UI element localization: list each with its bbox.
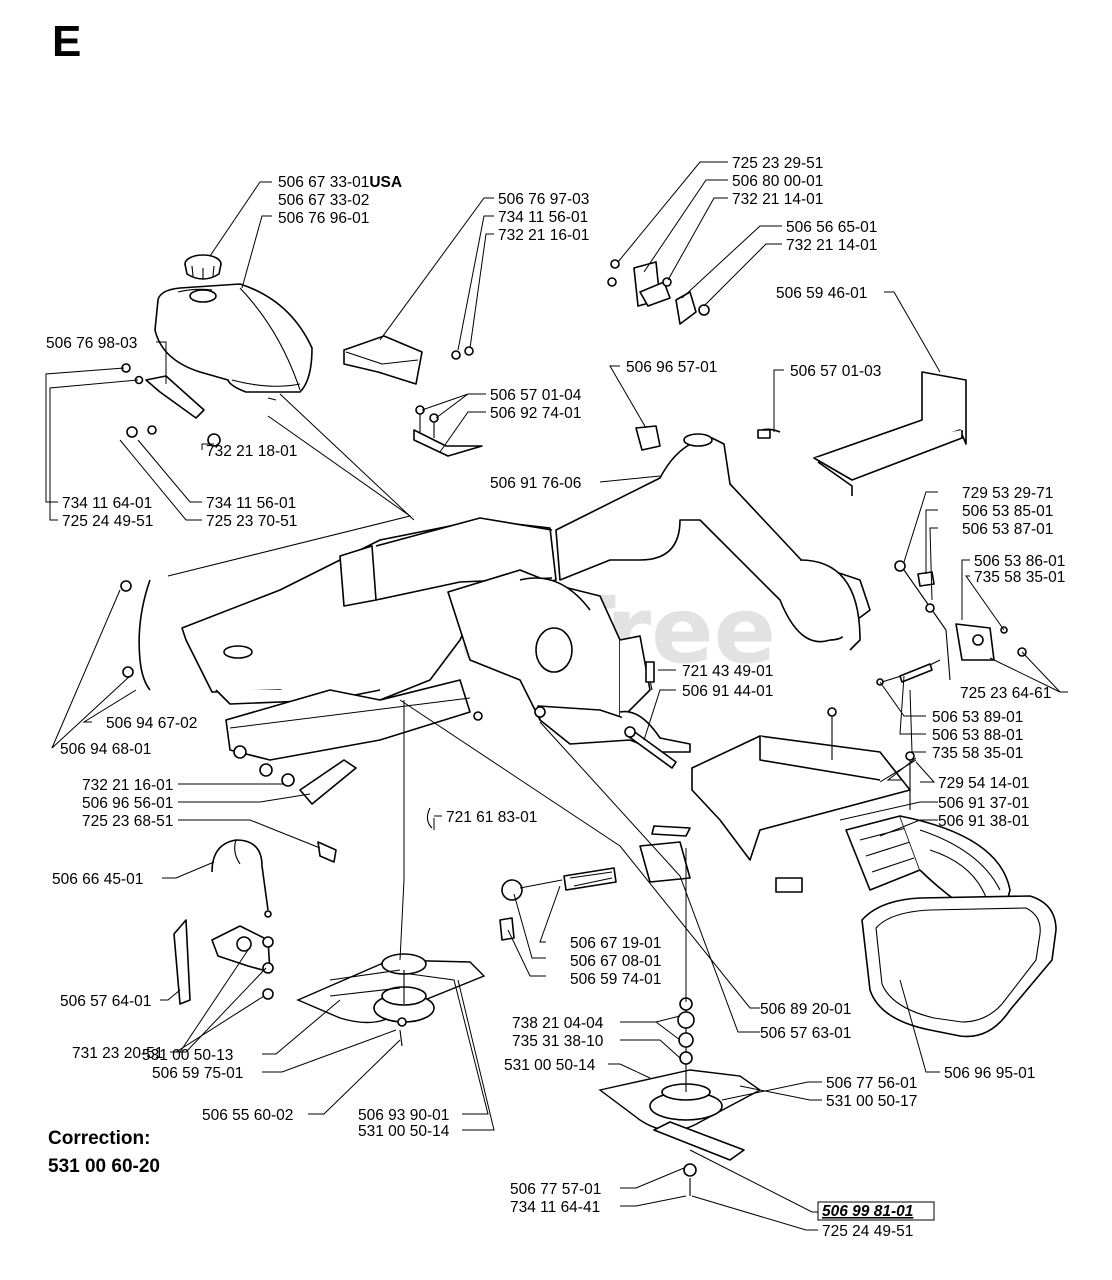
label-pin-a: 721 43 49-01 xyxy=(682,663,773,680)
label-link-c: 506 67 08-01 xyxy=(570,953,661,970)
pins-drawing xyxy=(426,661,677,829)
label-spring-a: 735 58 35-01 xyxy=(974,569,1065,586)
label-idler-bracket: 506 89 20-01 xyxy=(760,1001,851,1018)
part-drawings xyxy=(120,254,1057,1196)
label-hose-clamp: 506 94 68-01 xyxy=(60,741,151,758)
label-screw-c: 725 23 70-51 xyxy=(206,513,297,530)
bracket-group-top xyxy=(607,259,710,325)
label-belt-c: 531 00 50-13 xyxy=(142,1047,233,1064)
bracket-lower-drawing xyxy=(281,759,691,941)
label-lever-a: 506 53 86-01 xyxy=(974,553,1065,570)
label-knob: 506 96 57-01 xyxy=(626,359,717,376)
frame-drawing xyxy=(447,433,871,753)
label-screw-h: 725 24 49-51 xyxy=(822,1223,913,1240)
fuel-hose-drawing xyxy=(120,579,151,691)
idler-arm-label-box xyxy=(817,1201,935,1221)
label-fuel-cap-usa: 506 67 33-01USA xyxy=(278,174,402,191)
label-bracket-c: 506 92 74-01 xyxy=(490,405,581,422)
label-tank-bracket-front: 506 76 98-03 xyxy=(46,335,137,352)
label-cotter-pin: 721 61 83-01 xyxy=(446,809,537,826)
label-bracket-b: 506 57 01-04 xyxy=(490,387,582,404)
label-cover-b: 506 91 38-01 xyxy=(938,813,1029,830)
label-nut-b: 732 21 14-01 xyxy=(732,191,823,208)
seat-plate-drawing xyxy=(757,371,967,496)
label-bolt-b: 506 59 75-01 xyxy=(152,1065,243,1082)
pulley-left-drawing xyxy=(296,953,486,1047)
knob-drawing xyxy=(635,425,661,451)
label-idler-arm: 506 99 81-01 xyxy=(822,1203,913,1220)
tank-bracket-front-drawing xyxy=(121,363,221,447)
hook-drawing xyxy=(173,839,274,1005)
label-tank-bracket-rear: 506 76 97-03 xyxy=(498,191,589,208)
section-letter: E xyxy=(52,17,81,66)
label-bracket-a: 506 80 00-01 xyxy=(732,173,823,190)
label-screw-g: 506 55 60-02 xyxy=(202,1107,293,1124)
label-clip-a: 506 56 65-01 xyxy=(786,219,877,236)
label-rod-b: 506 53 88-01 xyxy=(932,727,1023,744)
label-nut-e: 732 21 16-01 xyxy=(82,777,173,794)
label-washer-b: 734 11 64-01 xyxy=(62,495,152,512)
label-screw-a: 725 23 29-51 xyxy=(732,155,823,172)
label-pulley-c: 506 77 57-01 xyxy=(510,1181,601,1198)
correction-value: 531 00 60-20 xyxy=(48,1156,160,1177)
label-screw-b: 725 24 49-51 xyxy=(62,513,153,530)
label-belt-b: 531 00 50-17 xyxy=(826,1093,917,1110)
label-cover-a: 506 91 37-01 xyxy=(938,795,1029,812)
linkage-drawing xyxy=(876,560,1027,686)
label-nut-f: 731 23 20-51 xyxy=(72,1045,163,1062)
fuel-tank-drawing xyxy=(154,283,313,401)
label-washer-a: 734 11 56-01 xyxy=(498,209,588,226)
label-fuel-cap: 506 67 33-02 xyxy=(278,192,369,209)
bracket-b-drawing xyxy=(413,405,483,457)
pulley-right-drawing xyxy=(598,997,762,1196)
fuel-cap-drawing xyxy=(184,254,222,280)
label-belt-a: 531 00 50-14 xyxy=(504,1057,596,1074)
label-washer-c: 734 11 56-01 xyxy=(206,495,296,512)
label-seat-plate: 506 59 46-01 xyxy=(776,285,867,302)
label-nut-d: 732 21 18-01 xyxy=(206,443,297,460)
chassis-drawing xyxy=(181,517,557,777)
label-belt-d: 531 00 50-14 xyxy=(358,1123,450,1140)
label-link-a: 506 53 85-01 xyxy=(962,503,1053,520)
label-rod-c: 506 57 64-01 xyxy=(60,993,151,1010)
leader-lines xyxy=(45,161,1068,1231)
label-hook: 506 66 45-01 xyxy=(52,871,143,888)
label-screw-e: 729 54 14-01 xyxy=(938,775,1029,792)
label-fuel-tank: 506 76 96-01 xyxy=(278,210,369,227)
cover-drawing xyxy=(651,707,1011,931)
label-seat-bracket: 506 57 01-03 xyxy=(790,363,881,380)
label-tension-arm: 506 57 63-01 xyxy=(760,1025,851,1042)
label-nut-a: 732 21 16-01 xyxy=(498,227,589,244)
label-spring-c: 735 58 35-01 xyxy=(932,745,1023,762)
label-rod-a: 729 53 29-71 xyxy=(962,485,1053,502)
hood-drawing xyxy=(861,895,1057,1038)
tank-bracket-rear-drawing xyxy=(343,335,474,385)
label-link-b: 506 53 87-01 xyxy=(962,521,1053,538)
correction-title: Correction: xyxy=(48,1128,150,1149)
label-spring-d: 506 67 19-01 xyxy=(570,935,661,952)
label-screw-d: 725 23 64-61 xyxy=(960,685,1051,702)
label-pulley-a: 506 77 56-01 xyxy=(826,1075,917,1092)
label-hood: 506 96 95-01 xyxy=(944,1065,1035,1082)
label-shaft-a: 506 91 44-01 xyxy=(682,683,773,700)
label-bolt-a: 506 59 74-01 xyxy=(570,971,661,988)
label-frame: 506 91 76-06 xyxy=(490,475,581,492)
label-spring-b: 506 53 89-01 xyxy=(932,709,1023,726)
label-washer-d: 734 11 64-41 xyxy=(510,1199,600,1216)
label-bracket-d: 506 96 56-01 xyxy=(82,795,173,812)
label-bearing: 735 31 38-10 xyxy=(512,1033,604,1050)
label-fuel-hose: 506 94 67-02 xyxy=(106,715,197,732)
label-nut-c: 732 21 14-01 xyxy=(786,237,877,254)
part-labels: 506 67 33-01USA 506 67 33-02 506 76 96-0… xyxy=(46,155,1065,1240)
label-pulley-b: 506 93 90-01 xyxy=(358,1107,449,1124)
label-washers: 738 21 04-04 xyxy=(512,1015,604,1032)
label-screw-f: 725 23 68-51 xyxy=(82,813,173,830)
